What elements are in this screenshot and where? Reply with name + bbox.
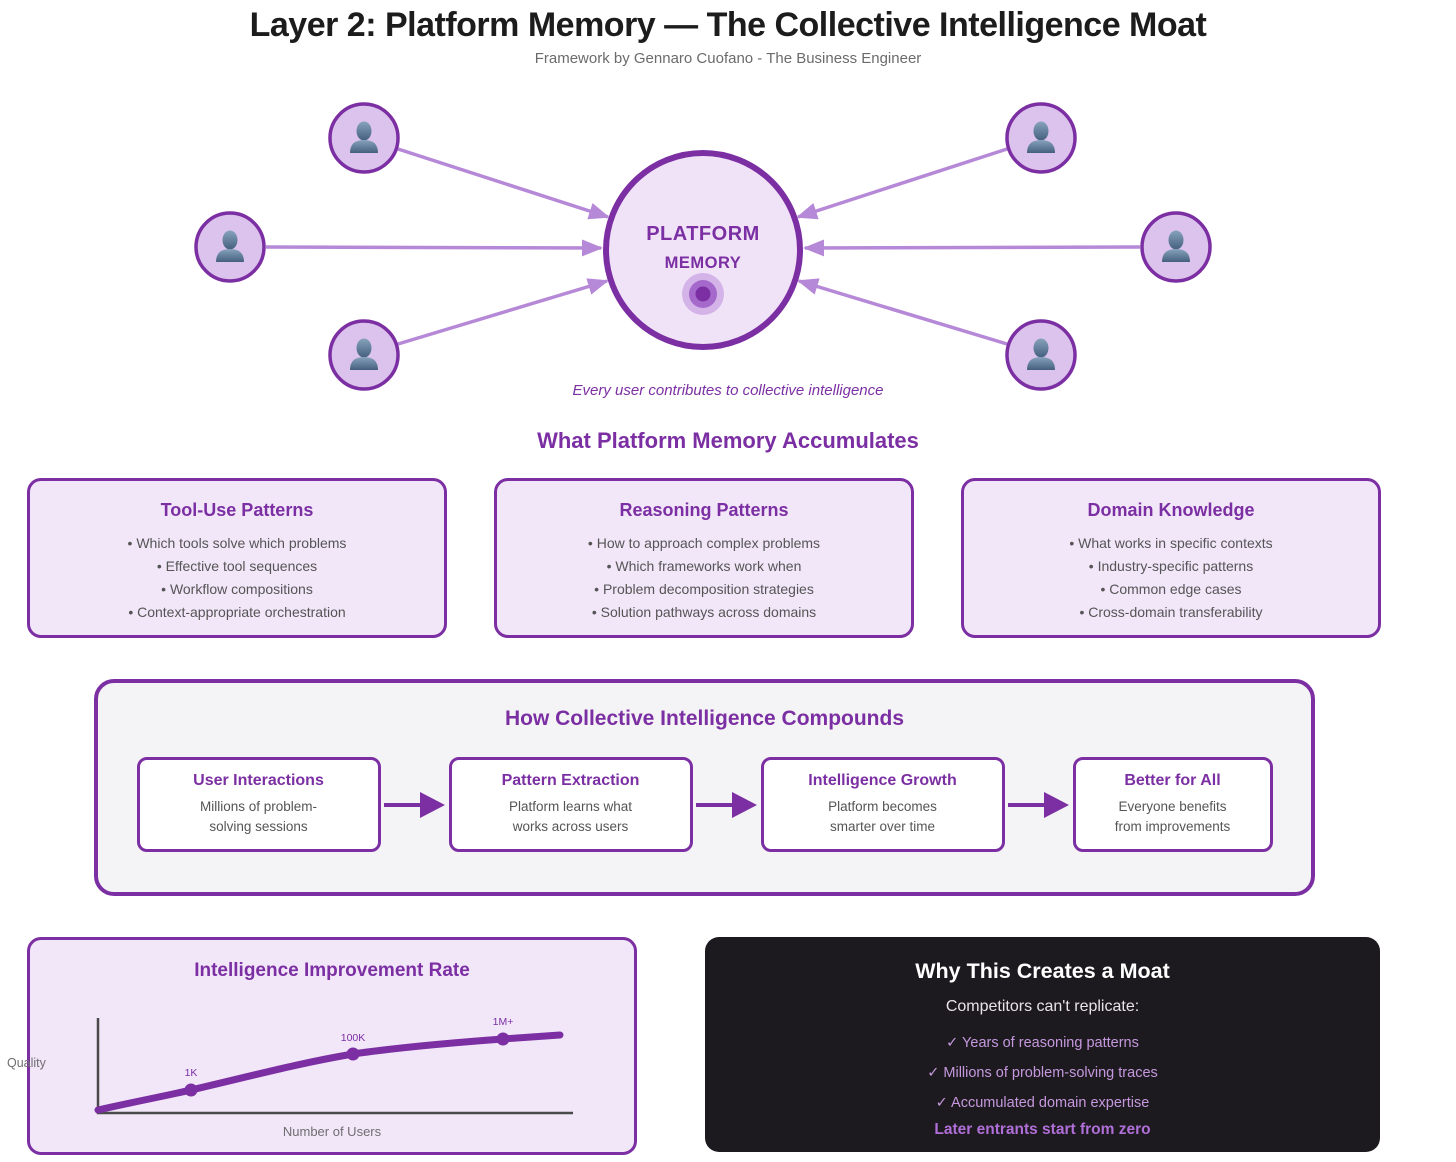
step-title: Intelligence Growth xyxy=(808,772,957,789)
point-label-1k: 1K xyxy=(185,1067,198,1079)
flow-arrow-icon xyxy=(381,791,449,818)
bullet-item: Context-appropriate orchestration xyxy=(30,601,444,624)
point-label-100k: 100K xyxy=(341,1032,366,1044)
card-reasoning-patterns: Reasoning Patterns How to approach compl… xyxy=(494,478,914,638)
bullet-item: Industry-specific patterns xyxy=(964,555,1378,578)
step-desc-line: smarter over time xyxy=(829,819,936,834)
bullet-item: Which tools solve which problems xyxy=(30,532,444,555)
flow-arrow-icon xyxy=(693,791,761,818)
memory-label: MEMORY xyxy=(665,254,742,272)
moat-item: ✓ Accumulated domain expertise xyxy=(935,1095,1150,1111)
bullet-item: Which frameworks work when xyxy=(497,555,911,578)
point-labels: 1K 100K 1M+ xyxy=(185,1016,514,1079)
compounds-heading: How Collective Intelligence Compounds xyxy=(504,707,905,730)
flow-arrow-icon xyxy=(1005,791,1073,818)
page-title: Layer 2: Platform Memory — The Collectiv… xyxy=(249,6,1207,44)
card-tool-use-patterns: Tool-Use Patterns Which tools solve whic… xyxy=(27,478,447,638)
point-100k xyxy=(346,1047,360,1061)
moat-item: ✓ Years of reasoning patterns xyxy=(946,1035,1139,1051)
step-desc-line: Platform becomes xyxy=(828,799,937,814)
person-icon xyxy=(1162,230,1190,262)
bullet-item: Solution pathways across domains xyxy=(497,601,911,624)
moat-item: ✓ Millions of problem-solving traces xyxy=(927,1065,1158,1081)
moat-items: ✓ Years of reasoning patterns ✓ Millions… xyxy=(705,1028,1380,1118)
accumulates-heading: What Platform Memory Accumulates xyxy=(537,428,919,453)
arrow-top-left xyxy=(397,147,610,220)
card-domain-knowledge: Domain Knowledge What works in specific … xyxy=(961,478,1381,638)
bullet-item: Problem decomposition strategies xyxy=(497,578,911,601)
bullet-item: Cross-domain transferability xyxy=(964,601,1378,624)
improvement-rate-card: Intelligence Improvement Rate Quality 1K… xyxy=(7,937,637,1155)
step-desc-line: from improvements xyxy=(1114,819,1231,834)
person-icon xyxy=(1027,121,1055,153)
person-icon xyxy=(350,121,378,153)
user-avatar xyxy=(194,211,266,283)
user-avatar xyxy=(328,319,400,391)
point-1m xyxy=(496,1032,510,1046)
bullet-item: Effective tool sequences xyxy=(30,555,444,578)
arrow-top-right xyxy=(796,147,1008,220)
step-desc-line: works across users xyxy=(512,819,629,834)
step-title: User Interactions xyxy=(193,772,324,789)
card-title: Reasoning Patterns xyxy=(619,500,789,520)
moat-footer: Later entrants start from zero xyxy=(934,1121,1151,1138)
step-better-for-all: Better for All Everyone benefits from im… xyxy=(1072,757,1273,852)
point-1k xyxy=(184,1083,198,1097)
user-avatar xyxy=(1140,211,1212,283)
platform-memory-circle xyxy=(603,150,803,350)
person-icon xyxy=(350,338,378,370)
platform-label: PLATFORM xyxy=(646,223,760,245)
page-subtitle: Framework by Gennaro Cuofano - The Busin… xyxy=(534,50,922,67)
chart-x-axis-label: Number of Users xyxy=(282,1124,382,1139)
user-avatars xyxy=(194,102,1212,391)
contribution-arrows xyxy=(265,147,1141,346)
step-desc-line: solving sessions xyxy=(209,819,308,834)
step-desc-line: Platform learns what xyxy=(508,799,633,814)
step-desc-line: Everyone benefits xyxy=(1118,799,1227,814)
step-intelligence-growth: Intelligence Growth Platform becomes sma… xyxy=(760,757,1005,852)
compounds-panel: How Collective Intelligence Compounds Us… xyxy=(94,679,1315,896)
point-label-1m: 1M+ xyxy=(493,1016,514,1028)
hub-caption: Every user contributes to collective int… xyxy=(572,382,884,399)
step-title: Better for All xyxy=(1124,772,1221,789)
step-title: Pattern Extraction xyxy=(501,772,640,789)
step-pattern-extraction: Pattern Extraction Platform learns what … xyxy=(448,757,693,852)
accumulates-cards: Tool-Use Patterns Which tools solve whic… xyxy=(27,478,1381,638)
bullet-item: Common edge cases xyxy=(964,578,1378,601)
memory-core-icon xyxy=(682,273,724,315)
chart-title: Intelligence Improvement Rate xyxy=(194,960,470,981)
user-avatar xyxy=(1005,319,1077,391)
improvement-rate-chart: 1K 100K 1M+ xyxy=(94,1016,573,1115)
bullet-item: Workflow compositions xyxy=(30,578,444,601)
growth-curve xyxy=(94,1031,564,1114)
person-icon xyxy=(216,230,244,262)
arrow-bottom-right xyxy=(797,278,1008,346)
chart-axes xyxy=(96,1018,573,1115)
arrow-bottom-left xyxy=(397,278,609,346)
bullet-item: How to approach complex problems xyxy=(497,532,911,555)
moat-title: Why This Creates a Moat xyxy=(915,959,1170,983)
compounds-flow: User Interactions Millions of problem- s… xyxy=(98,757,1311,852)
user-avatar xyxy=(1005,102,1077,174)
card-title: Domain Knowledge xyxy=(1087,500,1255,520)
chart-y-axis-label: Quality xyxy=(7,1056,46,1070)
bullet-item: What works in specific contexts xyxy=(964,532,1378,555)
step-user-interactions: User Interactions Millions of problem- s… xyxy=(136,757,381,852)
user-avatar xyxy=(328,102,400,174)
card-title: Tool-Use Patterns xyxy=(160,500,314,520)
person-icon xyxy=(1027,338,1055,370)
moat-panel: Why This Creates a Moat Competitors can'… xyxy=(705,937,1380,1152)
platform-memory-hub-diagram: PLATFORM MEMORY xyxy=(194,102,1212,391)
moat-subtitle: Competitors can't replicate: xyxy=(945,998,1140,1015)
curve-points xyxy=(184,1032,510,1097)
arrow-mid-left xyxy=(265,239,603,257)
arrow-mid-right xyxy=(803,239,1141,257)
step-desc-line: Millions of problem- xyxy=(199,799,318,814)
